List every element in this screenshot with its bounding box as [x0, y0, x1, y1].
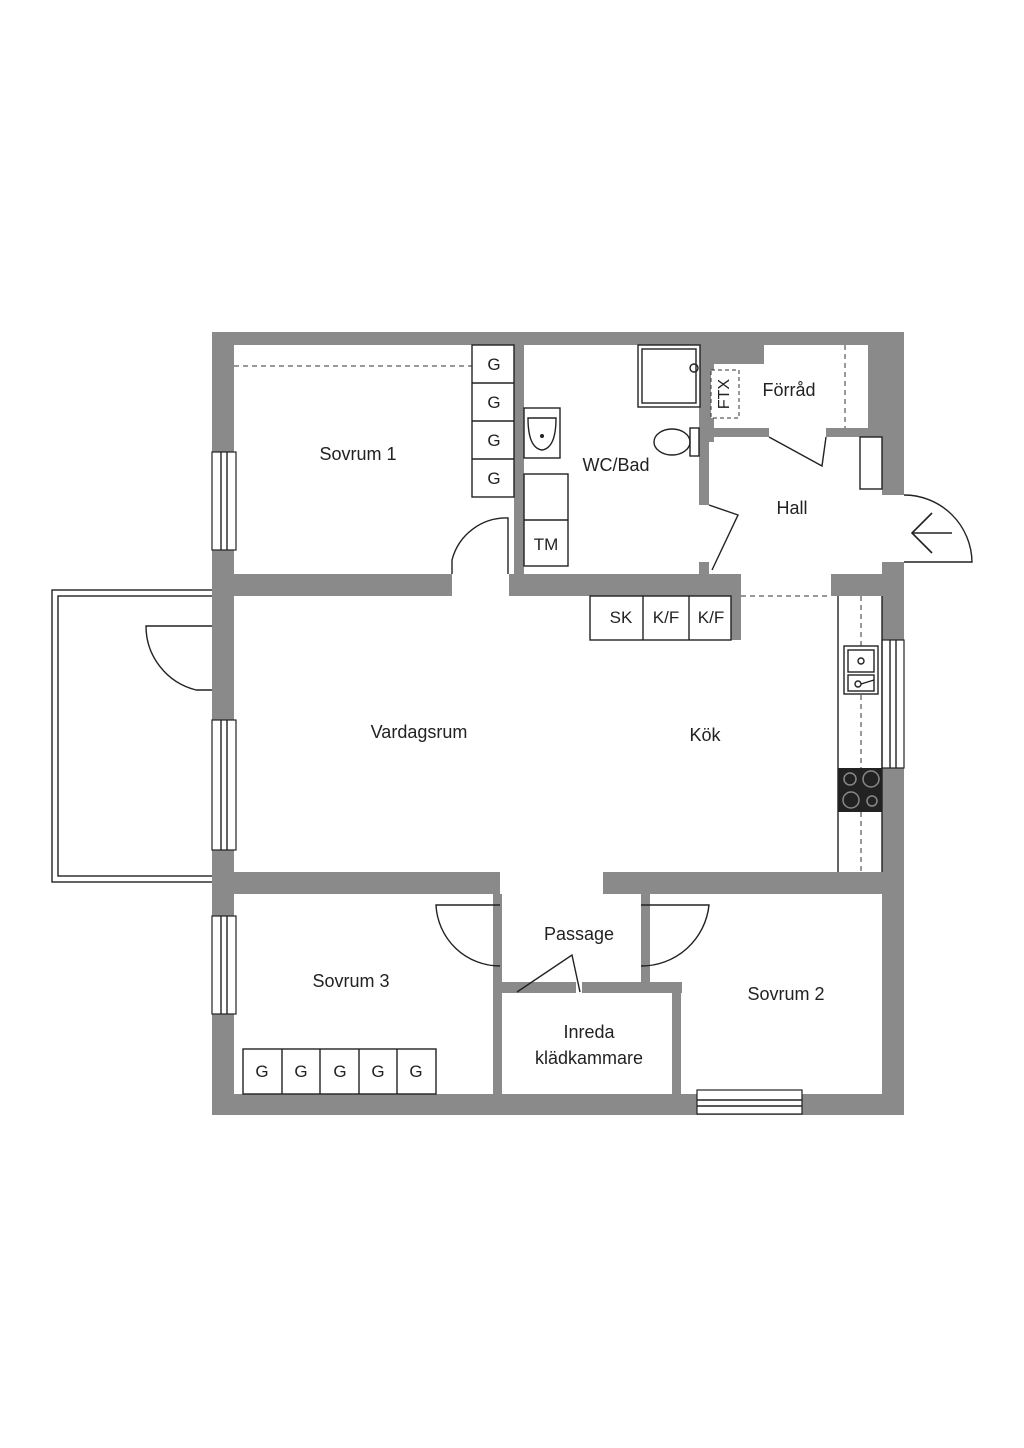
window-sovrum2	[696, 1089, 803, 1115]
wardrobe-label: G	[487, 431, 500, 450]
wardrobe-label: G	[294, 1062, 307, 1081]
window-sovrum3	[211, 915, 237, 1015]
room-label-sovrum2: Sovrum 2	[747, 984, 824, 1004]
dashed-lines	[234, 345, 862, 872]
room-label-kladkammare: klädkammare	[535, 1048, 643, 1068]
wardrobe-label: G	[487, 355, 500, 374]
toilet-icon	[653, 427, 700, 457]
kitchen-cabinets: SK K/F K/F	[589, 595, 732, 641]
window-vardagsrum	[211, 719, 237, 851]
arrow-left-icon	[910, 512, 952, 554]
balcony	[51, 589, 214, 883]
shower-icon	[637, 344, 701, 408]
cabinet-label-kf: K/F	[698, 608, 724, 627]
room-label-vardagsrum: Vardagsrum	[371, 722, 468, 742]
wardrobe-label: G	[333, 1062, 346, 1081]
stove-icon	[838, 768, 882, 812]
room-label-kok: Kök	[689, 725, 721, 745]
dryer-cabinet: TM	[523, 473, 569, 567]
sink-icon	[843, 645, 879, 695]
doors	[145, 436, 973, 993]
room-label-sovrum1: Sovrum 1	[319, 444, 396, 464]
window-kok	[881, 639, 905, 769]
cabinet-label-sk: SK	[610, 608, 633, 627]
room-label-sovrum3: Sovrum 3	[312, 971, 389, 991]
wardrobes-sovrum1: G G G G	[471, 344, 515, 498]
kitchen-counter	[837, 596, 883, 872]
washbasin-icon	[523, 407, 561, 459]
wardrobe-label: G	[487, 469, 500, 488]
room-label-passage: Passage	[544, 924, 614, 944]
wardrobe-label: G	[371, 1062, 384, 1081]
interior-walls	[212, 345, 882, 1094]
ventilation-label: FTX	[716, 379, 733, 410]
cabinet-label-kf: K/F	[653, 608, 679, 627]
window-sovrum1	[211, 451, 237, 551]
room-label-inreda: Inreda	[563, 1022, 615, 1042]
room-label-forrad: Förråd	[762, 380, 815, 400]
wardrobe-label: G	[487, 393, 500, 412]
ventilation-unit: FTX	[710, 369, 740, 419]
room-label-hall: Hall	[776, 498, 807, 518]
room-label-wc-bad: WC/Bad	[582, 455, 649, 475]
wardrobe-label: G	[409, 1062, 422, 1081]
wardrobes-sovrum3: G G G G G	[242, 1048, 437, 1095]
wardrobe-label: G	[255, 1062, 268, 1081]
dryer-label: TM	[534, 535, 559, 554]
windows	[211, 451, 905, 1115]
room-labels: Sovrum 1 WC/Bad Förråd Hall Vardagsrum K…	[312, 380, 824, 1068]
